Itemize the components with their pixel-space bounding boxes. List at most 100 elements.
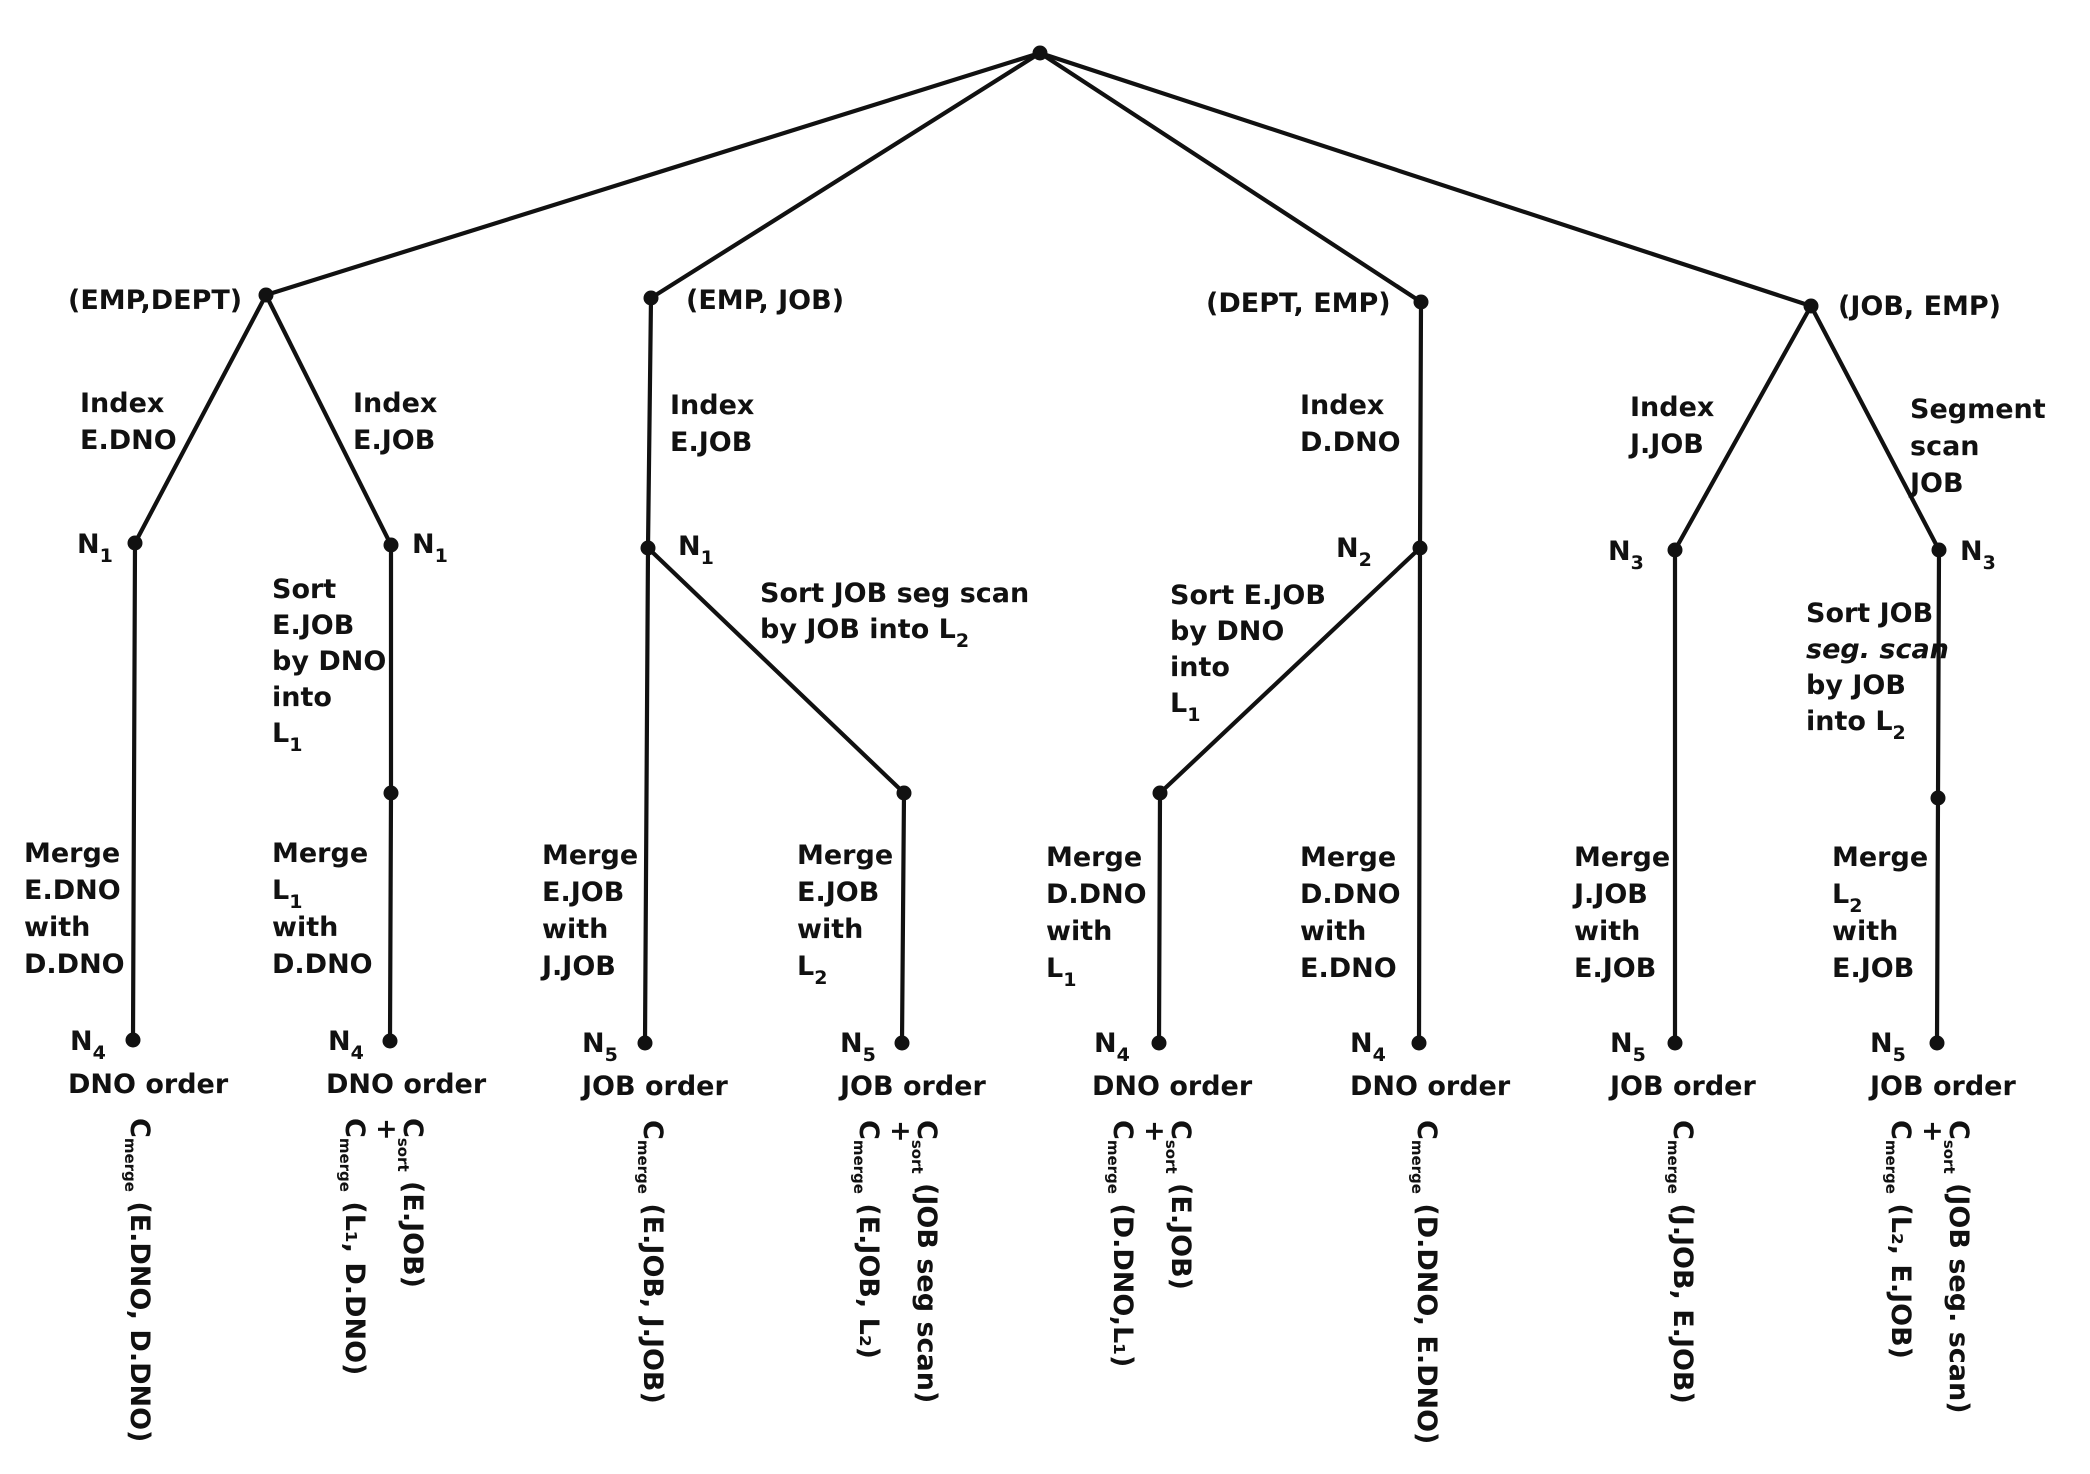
- order-label-b4: JOB order: [838, 1071, 986, 1102]
- merge-label-b1: Merge E.DNO with D.DNO: [24, 838, 130, 980]
- cost-merge-b1: Cmerge (E.DNO, D.DNO): [121, 1118, 155, 1442]
- access-label-b8: Segment scan JOB: [1908, 394, 2055, 499]
- cost-plus-b2: +: [371, 1118, 402, 1141]
- node-b1-n4: [125, 1032, 141, 1048]
- cost-formulas: Cmerge (E.DNO, D.DNO) Csort (E.JOB) + Cm…: [121, 1118, 1974, 1444]
- node-emp-dept: [258, 287, 274, 303]
- edge-b1-merge: [130, 540, 138, 1043]
- state-label-b7-n5: N5: [1610, 1028, 1646, 1066]
- merge-label-b5: Merge D.DNO with L1: [1046, 842, 1156, 991]
- merge-label-b3: Merge E.JOB with J.JOB: [540, 840, 648, 982]
- order-label-b8: JOB order: [1868, 1071, 2016, 1102]
- cost-sort-b5: Csort (E.JOB): [1162, 1120, 1196, 1290]
- node-b7-n5: [1667, 1035, 1683, 1051]
- merge-label-b7: Merge J.JOB with E.JOB: [1572, 842, 1680, 984]
- node-job-emp: [1803, 298, 1819, 314]
- edge-root-emp-job: [648, 50, 1043, 301]
- cost-merge-b3: Cmerge (E.JOB, J.JOB): [634, 1120, 668, 1404]
- edge-b2-merge: [387, 790, 394, 1044]
- state-label-b8-n5: N5: [1870, 1028, 1906, 1066]
- state-label-b2-n1: N1: [412, 529, 448, 567]
- state-label-b2-n4: N4: [328, 1026, 364, 1064]
- node-b3-n5: [637, 1035, 653, 1051]
- access-label-b5: Index D.DNO: [1300, 390, 1401, 458]
- state-label-b3-n1: N1: [678, 531, 714, 569]
- pair-label-dept-emp: (DEPT, EMP): [1206, 288, 1391, 319]
- merge-labels: Merge E.DNO with D.DNO Merge L1 with D.D…: [24, 838, 1938, 991]
- state-label-b6-n2: N2: [1336, 533, 1372, 571]
- access-label-b1: Index E.DNO: [80, 388, 177, 456]
- pair-label-job-emp: (JOB, EMP): [1838, 291, 2001, 322]
- node-emp-job: [643, 290, 659, 306]
- cost-sort-b4: Csort (JOB seg scan): [908, 1120, 942, 1403]
- edge-emp-dept-index-edno: [132, 292, 269, 546]
- edge-job-emp-index-jjob: [1672, 303, 1814, 553]
- order-label-b2: DNO order: [326, 1069, 487, 1100]
- edge-b4-sort: [645, 545, 907, 796]
- edge-b6-merge: [1416, 545, 1423, 1046]
- sort-label-b8: Sort JOB seg. scan by JOB into L2: [1806, 598, 1958, 744]
- node-b7-n3: [1667, 542, 1683, 558]
- node-dept-emp: [1413, 294, 1429, 310]
- node-b2-sorted: [383, 785, 399, 801]
- edge-b4-merge: [899, 790, 907, 1046]
- merge-label-b2: Merge L1 with D.DNO: [272, 838, 378, 980]
- pair-labels: (EMP,DEPT) (EMP, JOB) (DEPT, EMP) (JOB, …: [68, 285, 2001, 322]
- edge-dept-emp-index-ddno: [1417, 299, 1424, 551]
- node-b2-n4: [382, 1033, 398, 1049]
- merge-label-b4: Merge E.JOB with L2: [797, 840, 903, 989]
- access-label-b2: Index E.JOB: [353, 388, 447, 456]
- sort-label-b4: Sort JOB seg scan by JOB into L2: [760, 578, 1039, 652]
- merge-label-b6: Merge D.DNO with E.DNO: [1300, 842, 1410, 984]
- cost-plus-b8: +: [1917, 1120, 1948, 1143]
- node-b3-n1: [640, 540, 656, 556]
- node-b8-n3: [1931, 542, 1947, 558]
- cost-merge-b7: Cmerge (J.JOB, E.JOB): [1664, 1120, 1698, 1404]
- node-b8-sorted: [1930, 790, 1946, 806]
- cost-merge-b5: Cmerge (D.DNO,L₁): [1104, 1120, 1138, 1367]
- edge-emp-dept-index-ejob: [263, 292, 394, 548]
- cost-sort-b2: Csort (E.JOB): [394, 1118, 428, 1288]
- pair-label-emp-dept: (EMP,DEPT): [68, 285, 242, 316]
- tree-edges: [130, 50, 1942, 1046]
- edge-b8-sort: [1935, 547, 1942, 801]
- order-label-b3: JOB order: [580, 1071, 728, 1102]
- edge-root-dept-emp: [1037, 50, 1424, 305]
- pair-label-emp-job: (EMP, JOB): [686, 285, 844, 316]
- edge-b8-merge: [1934, 795, 1941, 1046]
- node-b4-n5: [894, 1035, 910, 1051]
- node-b6-n2: [1412, 540, 1428, 556]
- edge-emp-job-index-ejob: [645, 295, 654, 551]
- sort-label-b5: Sort E.JOB by DNO into L1: [1170, 580, 1335, 726]
- edge-root-job-emp: [1037, 50, 1814, 309]
- node-b6-n4: [1411, 1035, 1427, 1051]
- merge-label-b8: Merge L2 with E.JOB: [1832, 842, 1938, 984]
- edge-b5-sort: [1157, 545, 1423, 796]
- tree-nodes: [125, 45, 1947, 1051]
- state-label-b5-n4: N4: [1094, 1028, 1130, 1066]
- cost-plus-b5: +: [1139, 1120, 1170, 1143]
- state-labels: N1 N1 N1 N2 N3 N3 N4 N4 N5 N5 N4 N4 N5 N…: [70, 529, 1996, 1066]
- edge-job-emp-segment-scan: [1808, 303, 1942, 553]
- order-label-b7: JOB order: [1608, 1071, 1756, 1102]
- edge-root-emp-dept: [263, 50, 1043, 298]
- order-label-b5: DNO order: [1092, 1071, 1253, 1102]
- state-label-b1-n4: N4: [70, 1026, 106, 1064]
- node-b4-sorted: [896, 785, 912, 801]
- state-label-b7-n3: N3: [1608, 536, 1644, 574]
- sort-step-labels: Sort E.JOB by DNO into L1 Sort JOB seg s…: [272, 574, 1958, 756]
- sort-label-b2: Sort E.JOB by DNO into L1: [272, 574, 396, 756]
- access-path-labels: Index E.DNO Index E.JOB Index E.JOB Inde…: [80, 388, 2055, 499]
- order-labels: DNO order DNO order JOB order JOB order …: [68, 1069, 2016, 1102]
- root-node: [1032, 45, 1048, 61]
- edge-b5-merge: [1156, 790, 1163, 1046]
- access-label-b7: Index J.JOB: [1628, 392, 1724, 460]
- access-label-b3: Index E.JOB: [670, 390, 764, 458]
- cost-merge-b8: Cmerge (L₂, E.JOB): [1882, 1120, 1916, 1359]
- state-label-b8-n3: N3: [1960, 536, 1996, 574]
- state-label-b1-n1: N1: [77, 529, 113, 567]
- cost-plus-b4: +: [885, 1120, 916, 1143]
- state-label-b4-n5: N5: [840, 1028, 876, 1066]
- cost-merge-b6: Cmerge (D.DNO, E.DNO): [1408, 1120, 1442, 1444]
